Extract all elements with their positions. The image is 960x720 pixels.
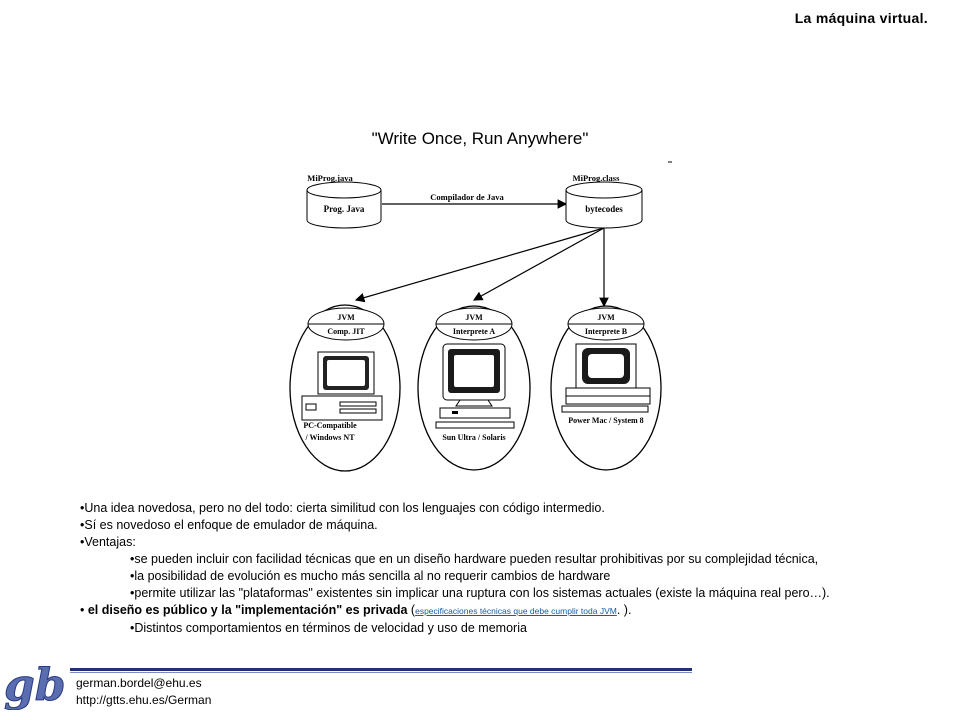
bullet-4-close: . ).: [616, 603, 632, 617]
footer-url[interactable]: http://gtts.ehu.es/German: [76, 693, 212, 707]
source-box-label: Prog. Java: [324, 204, 365, 214]
arrow-to-jit: [354, 227, 605, 303]
machine-sun-vm: JVM: [465, 313, 483, 322]
machine-pc-platform-2: / Windows NT: [304, 433, 355, 442]
header-title: La máquina virtual.: [794, 10, 928, 26]
machine-pc-platform: PC-Compatible: [303, 421, 357, 430]
bullet-4: • el diseño es público y la "implementac…: [80, 602, 940, 620]
bullet-3-2: •la posibilidad de evolución es mucho má…: [130, 569, 611, 583]
machine-mac-engine: Interprete B: [585, 327, 628, 336]
mac-computer-icon: [561, 343, 651, 413]
bullet-1: •Una idea novedosa, pero no del todo: ci…: [80, 501, 605, 515]
bullet-3: •Ventajas:: [80, 535, 136, 549]
bullet-list: •Una idea novedosa, pero no del todo: ci…: [80, 500, 940, 637]
source-file-label: MiProg.java: [307, 173, 353, 183]
footer-rule-thin: [70, 672, 692, 673]
source-cylinder: [306, 181, 382, 229]
bullet-4-bold: el diseño es público y la "implementació…: [87, 603, 408, 617]
slide-title: "Write Once, Run Anywhere": [371, 129, 589, 148]
jvm-diagram: MiProg.java Prog. Java Compilador de Jav…: [289, 161, 672, 472]
bullet-4-open: (: [407, 603, 416, 617]
sun-workstation-icon: [435, 343, 515, 429]
logo-text: gb: [4, 660, 66, 710]
machine-mac-platform: Power Mac / System 8: [568, 416, 643, 425]
machine-sun-engine: Interprete A: [453, 327, 496, 336]
jvm-spec-link[interactable]: especificaciones técnicas que debe cumpl…: [415, 606, 617, 616]
machine-sun-platform: Sun Ultra / Solaris: [442, 433, 505, 442]
machine-sun: [417, 305, 531, 471]
gb-logo-icon: gb: [4, 660, 67, 710]
bullet-4-prefix: •: [80, 603, 88, 617]
class-cylinder: [565, 181, 643, 229]
class-file-label: MiProg.class: [573, 173, 621, 183]
bullet-3-1: •se pueden incluir con facilidad técnica…: [130, 552, 819, 566]
machine-pc: [289, 304, 401, 472]
bullet-4-1: •Distintos comportamientos en términos d…: [130, 621, 527, 635]
bullet-3-3: •permite utilizar las "plataformas" exis…: [130, 586, 830, 600]
machine-mac-vm: JVM: [597, 313, 615, 322]
machine-mac: [550, 305, 662, 471]
compiler-label: Compilador de Java: [430, 192, 504, 202]
bullet-2: •Sí es novedoso el enfoque de emulador d…: [80, 518, 378, 532]
footer-rule: [70, 668, 692, 671]
pc-computer-icon: [301, 351, 383, 421]
class-box-label: bytecodes: [585, 204, 623, 214]
footer-email[interactable]: german.bordel@ehu.es: [76, 676, 202, 690]
arrow-to-interp-a: [472, 227, 605, 301]
machine-pc-vm: JVM: [337, 313, 355, 322]
machine-pc-engine: Comp. JIT: [327, 327, 365, 336]
footer-contact: german.bordel@ehu.es http://gtts.ehu.es/…: [76, 675, 211, 709]
